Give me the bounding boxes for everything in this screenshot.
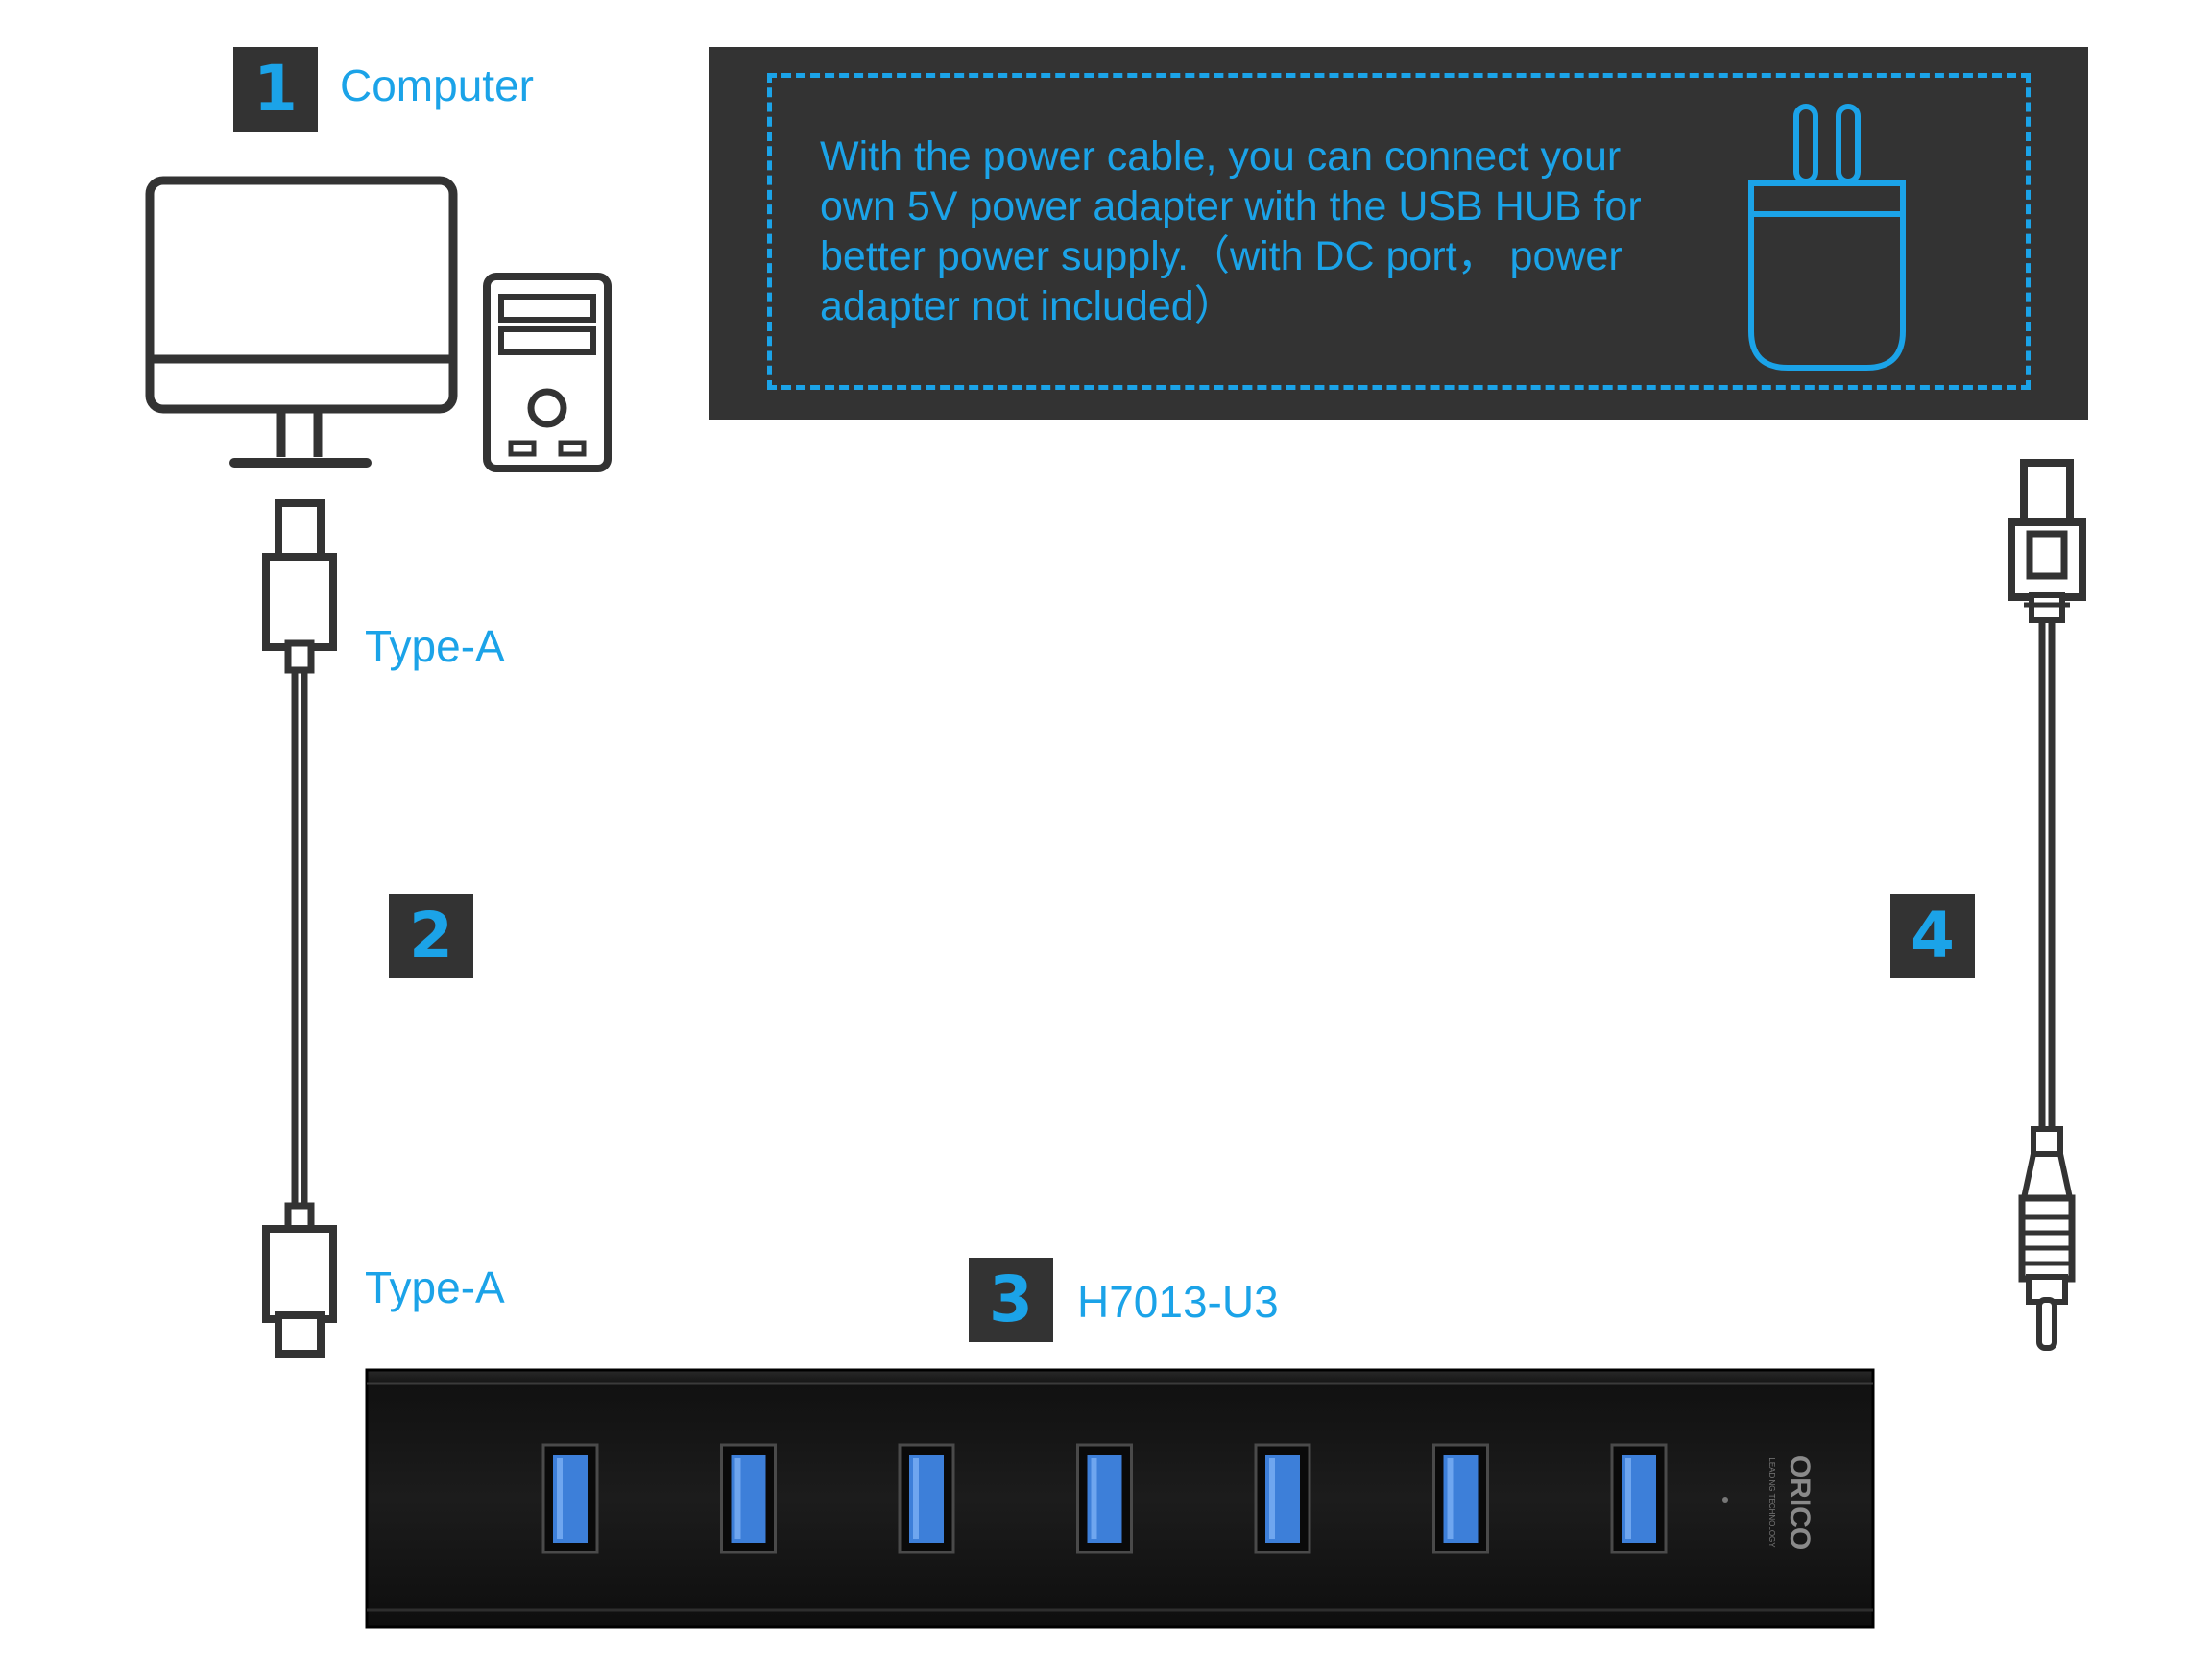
computer-label: Computer <box>340 60 534 110</box>
power-note-panel: With the power cable, you can connect yo… <box>709 47 2088 420</box>
step-2-badge: 2 <box>389 894 473 978</box>
usb-port[interactable] <box>541 1443 599 1554</box>
step-4-badge: 4 <box>1890 894 1975 978</box>
usb-port[interactable] <box>720 1443 777 1554</box>
svg-text:LEADING TECHNOLOGY: LEADING TECHNOLOGY <box>1767 1457 1776 1548</box>
pc-tower-icon <box>483 273 612 472</box>
type-a-bottom-label: Type-A <box>365 1262 505 1312</box>
usb-a-cable <box>262 499 337 1358</box>
usb-port[interactable] <box>1432 1443 1489 1554</box>
usb-a-connector-icon <box>2020 459 2074 530</box>
orico-logo: ORICO LEADING TECHNOLOGY <box>1767 1455 1815 1550</box>
svg-text:ORICO: ORICO <box>1784 1455 1815 1550</box>
usb-port[interactable] <box>1076 1443 1133 1554</box>
power-plug-icon <box>1748 104 1906 371</box>
dashed-border <box>767 73 2031 390</box>
hub-model-label: H7013-U3 <box>1077 1277 1279 1327</box>
step-1-badge: 1 <box>233 47 318 132</box>
usb-port[interactable] <box>1254 1443 1311 1554</box>
step-3-badge: 3 <box>969 1258 1053 1342</box>
power-note-text: With the power cable, you can connect yo… <box>820 133 1642 329</box>
usb-port[interactable] <box>1610 1443 1668 1554</box>
usb-a-connector-icon <box>275 499 325 566</box>
dc-barrel-connector-icon <box>2018 1126 2076 1351</box>
computer-monitor-icon <box>145 176 458 468</box>
usb-port[interactable] <box>898 1443 955 1554</box>
usb-hub-device: ORICO LEADING TECHNOLOGY <box>365 1368 1875 1629</box>
usb-dc-power-cable <box>2008 459 2086 1351</box>
type-a-top-label: Type-A <box>365 621 505 671</box>
